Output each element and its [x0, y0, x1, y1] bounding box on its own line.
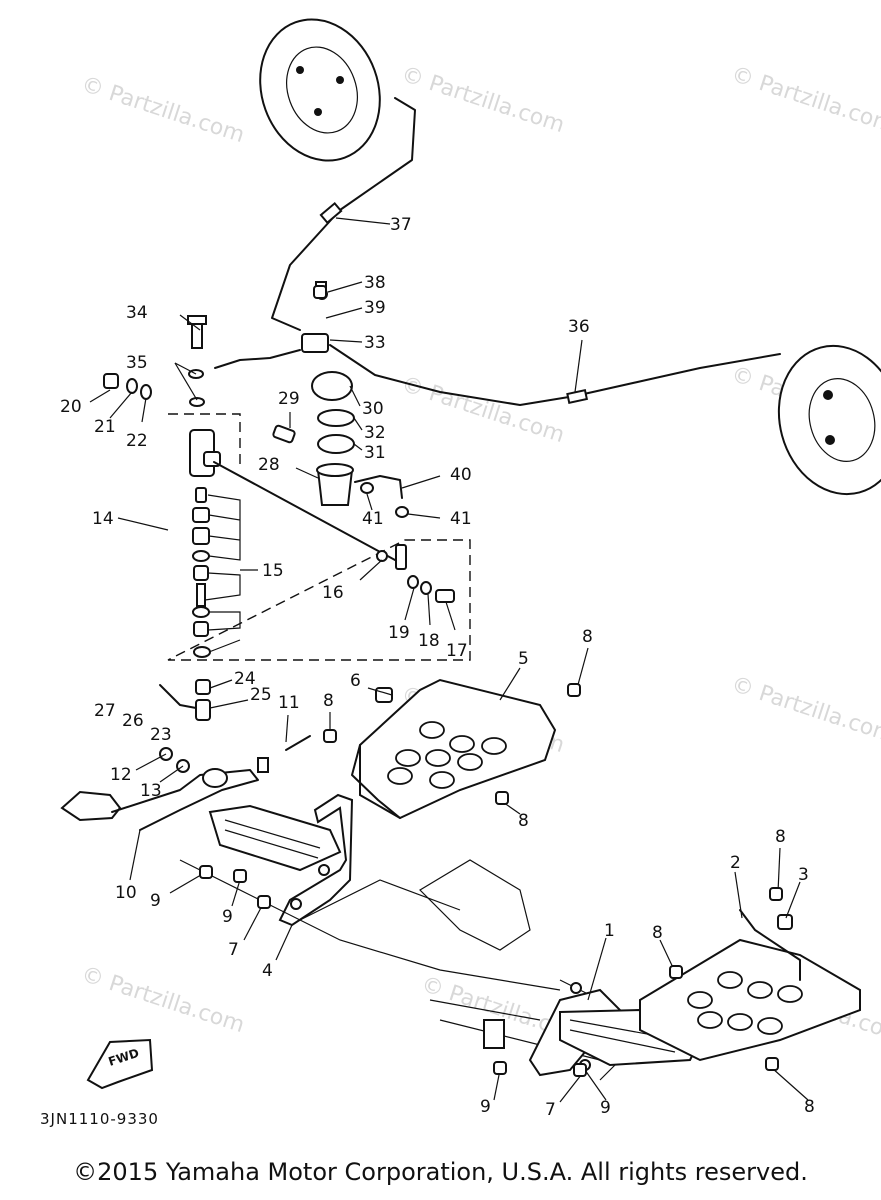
watermark: © Partzilla.com — [78, 962, 247, 1038]
callout-7: 7 — [228, 940, 239, 960]
leader-lines — [89, 217, 809, 1103]
callout-18: 18 — [418, 631, 440, 651]
callout-22: 22 — [126, 431, 148, 451]
callout-41: 41 — [362, 509, 384, 529]
brake-disc-right — [777, 344, 881, 496]
callout-26: 26 — [122, 711, 144, 731]
brake-hoses — [214, 97, 781, 406]
callout-16: 16 — [322, 583, 344, 603]
footplate-right — [639, 909, 861, 1062]
callouts: 1 2 3 4 5 6 7 7 8 8 8 8 8 8 9 9 9 9 10 1… — [60, 215, 815, 1120]
callout-9: 9 — [600, 1098, 611, 1118]
watermark: © Partzilla.com — [398, 372, 567, 448]
callout-1: 1 — [604, 921, 615, 941]
watermark: © Partzilla.com — [728, 672, 881, 748]
reservoir — [272, 371, 455, 603]
callout-9: 9 — [150, 891, 161, 911]
callout-7: 7 — [545, 1100, 556, 1120]
callout-28: 28 — [258, 455, 280, 475]
callout-15: 15 — [262, 561, 284, 581]
callout-20: 20 — [60, 397, 82, 417]
callout-8: 8 — [323, 691, 334, 711]
callout-32: 32 — [364, 423, 386, 443]
callout-8: 8 — [652, 923, 663, 943]
watermark: © Partzilla.com — [728, 62, 881, 138]
callout-8: 8 — [775, 827, 786, 847]
callout-4: 4 — [262, 961, 273, 981]
callout-37: 37 — [390, 215, 412, 235]
callout-9: 9 — [480, 1097, 491, 1117]
callout-30: 30 — [362, 399, 384, 419]
callout-3: 3 — [798, 865, 809, 885]
callout-5: 5 — [518, 649, 529, 669]
master-cylinder — [103, 315, 396, 561]
callout-25: 25 — [250, 685, 272, 705]
callout-8: 8 — [804, 1097, 815, 1117]
callout-36: 36 — [568, 317, 590, 337]
callout-27: 27 — [94, 701, 116, 721]
bolts — [199, 285, 783, 1077]
brake-disc-upper — [259, 18, 381, 162]
brake-pedal — [60, 747, 259, 831]
callout-38: 38 — [364, 273, 386, 293]
fwd-arrow: FWD — [86, 1038, 154, 1090]
watermark: © Partzilla.com — [78, 72, 247, 148]
footplate-left — [351, 678, 557, 820]
callout-19: 19 — [388, 623, 410, 643]
kit-outline — [167, 413, 471, 661]
watermark: © Partzilla.com — [398, 62, 567, 138]
callout-13: 13 — [140, 781, 162, 801]
callout-33: 33 — [364, 333, 386, 353]
callout-8: 8 — [518, 811, 529, 831]
callout-40: 40 — [450, 465, 472, 485]
callout-39: 39 — [364, 298, 386, 318]
callout-35: 35 — [126, 353, 148, 373]
pushrod — [159, 679, 311, 773]
callout-34: 34 — [126, 303, 148, 323]
footrest-left — [208, 793, 354, 927]
callout-2: 2 — [730, 853, 741, 873]
piston-kit — [192, 487, 241, 658]
callout-14: 14 — [92, 509, 114, 529]
callout-31: 31 — [364, 443, 386, 463]
callout-29: 29 — [278, 389, 300, 409]
callout-23: 23 — [150, 725, 172, 745]
callout-9: 9 — [222, 907, 233, 927]
callout-21: 21 — [94, 417, 116, 437]
callout-17: 17 — [446, 641, 468, 661]
copyright-notice: ©2015 Yamaha Motor Corporation, U.S.A. A… — [73, 1158, 808, 1186]
callout-12: 12 — [110, 765, 132, 785]
callout-11: 11 — [278, 693, 300, 713]
callout-6: 6 — [350, 671, 361, 691]
diagram-code: 3JN1110-9330 — [40, 1110, 159, 1128]
callout-24: 24 — [234, 669, 256, 689]
callout-10: 10 — [115, 883, 137, 903]
callout-41: 41 — [450, 509, 472, 529]
callout-8: 8 — [582, 627, 593, 647]
